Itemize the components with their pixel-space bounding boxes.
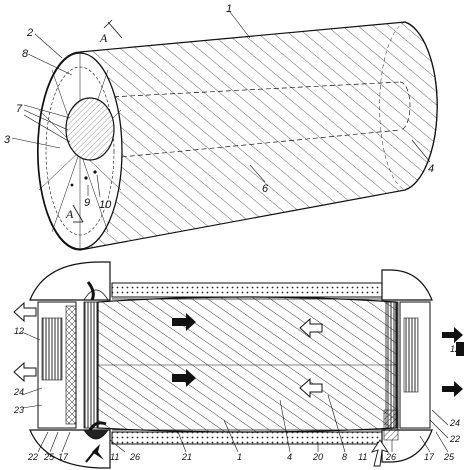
bottom-leaders [21, 331, 449, 453]
label-22-left: 22 [27, 452, 38, 462]
label-11-left: 11 [110, 452, 119, 462]
section-core [97, 296, 397, 433]
label-11-right: 11 [358, 452, 367, 462]
label-26-left: 26 [129, 452, 140, 462]
label-4-bottom: 4 [287, 452, 292, 462]
inner-tube [89, 81, 411, 161]
lower-jacket [111, 431, 383, 445]
label-26-right: 26 [385, 452, 396, 462]
cylinder-view: A A 1 2 8 7 3 9 10 6 4 [4, 3, 438, 251]
label-12-left: 12 [14, 326, 24, 336]
cylinder-far-end [404, 21, 438, 191]
section-label-top: A [99, 31, 108, 45]
label-22-right: 22 [449, 434, 460, 444]
flow-arrows-hollow [13, 301, 323, 399]
left-upper-cap [29, 261, 111, 301]
section-line-a [72, 19, 123, 223]
label-25-left: 25 [43, 452, 55, 462]
label-25-right: 25 [443, 452, 455, 462]
label-8-bottom: 8 [342, 452, 347, 462]
label-3: 3 [4, 134, 11, 146]
label-8: 8 [22, 48, 29, 60]
right-upper-cap [381, 269, 433, 301]
section-view: 12 24 23 22 25 17 11 26 21 1 4 20 8 11 2… [13, 261, 464, 469]
label-7: 7 [16, 103, 23, 115]
label-12-right: 12 [450, 344, 460, 354]
label-10: 10 [99, 199, 112, 211]
section-label-bottom: A [65, 207, 74, 221]
top-leaders [11, 11, 431, 198]
label-17-left: 17 [58, 452, 69, 462]
label-20: 20 [312, 452, 323, 462]
label-2: 2 [26, 27, 33, 39]
label-23-left: 23 [13, 405, 24, 415]
label-1: 1 [226, 3, 232, 15]
label-24-left: 24 [13, 387, 24, 397]
label-6: 6 [262, 183, 269, 195]
flow-arrows-solid [172, 313, 464, 397]
upper-jacket [111, 282, 383, 298]
label-9: 9 [84, 197, 90, 209]
label-21: 21 [181, 452, 192, 462]
label-4: 4 [428, 163, 434, 175]
label-17-right: 17 [424, 452, 435, 462]
label-24-right: 24 [449, 418, 460, 428]
label-1-bottom: 1 [237, 452, 242, 462]
